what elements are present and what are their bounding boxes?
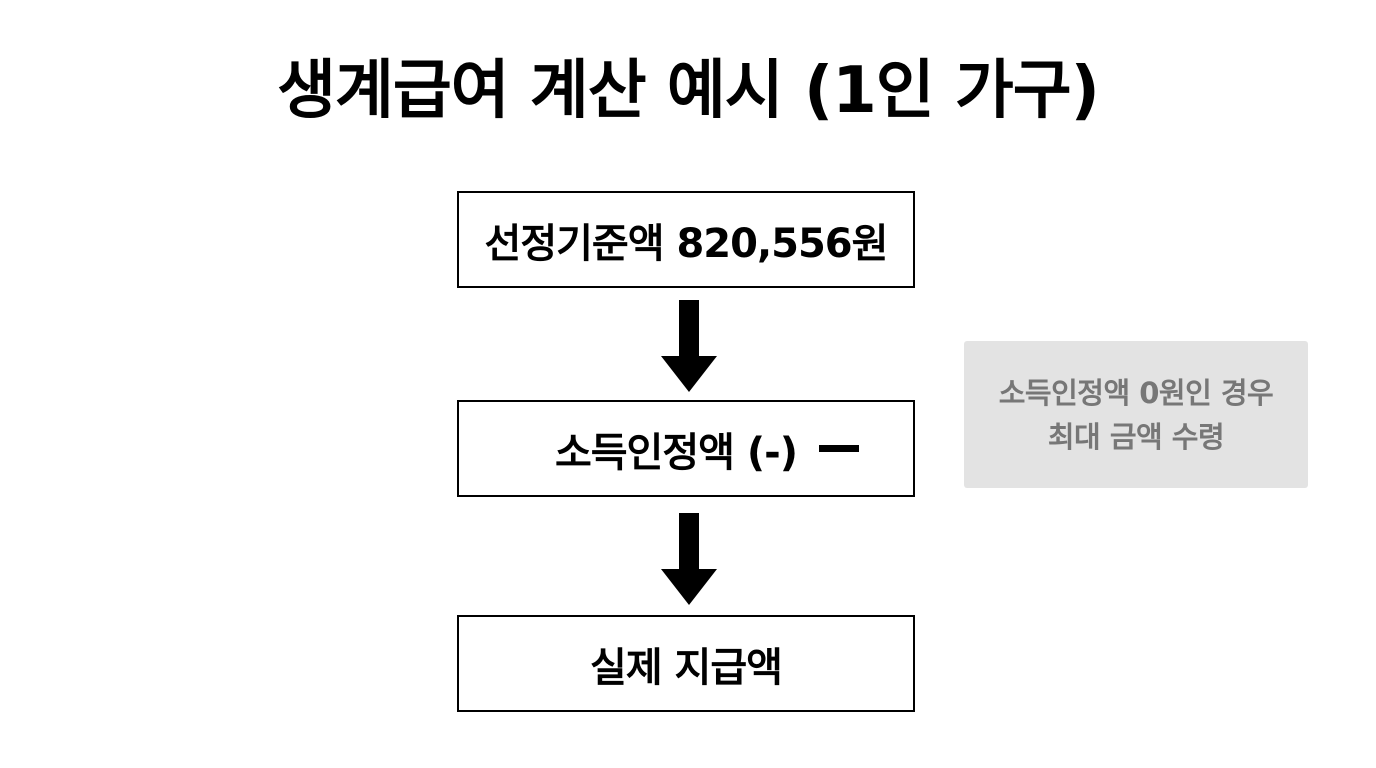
side-note-line: 최대 금액 수령 [1047, 419, 1225, 454]
arrow-head [661, 569, 717, 605]
flow-box-label: 실제 지급액 [590, 644, 783, 691]
side-note-line: 소득인정액 0원인 경우 [998, 375, 1274, 410]
down-arrow-icon [661, 300, 717, 392]
flow-box-actual-payment: 실제 지급액 [457, 615, 915, 712]
flow-box-selection-threshold: 선정기준액 820,556원 [457, 191, 915, 288]
flow-box-income-recognition: 소득인정액 (-) [457, 400, 915, 497]
arrow-shaft [679, 300, 699, 358]
arrow-head [661, 356, 717, 392]
side-note: 소득인정액 0원인 경우 최대 금액 수령 [964, 341, 1308, 488]
flow-box-label: 소득인정액 (-) [554, 429, 798, 476]
flow-box-label: 선정기준액 820,556원 [484, 220, 889, 267]
page-title: 생계급여 계산 예시 (1인 가구) [277, 54, 1100, 128]
minus-icon [819, 445, 860, 452]
arrow-shaft [679, 513, 699, 571]
down-arrow-icon [661, 513, 717, 605]
